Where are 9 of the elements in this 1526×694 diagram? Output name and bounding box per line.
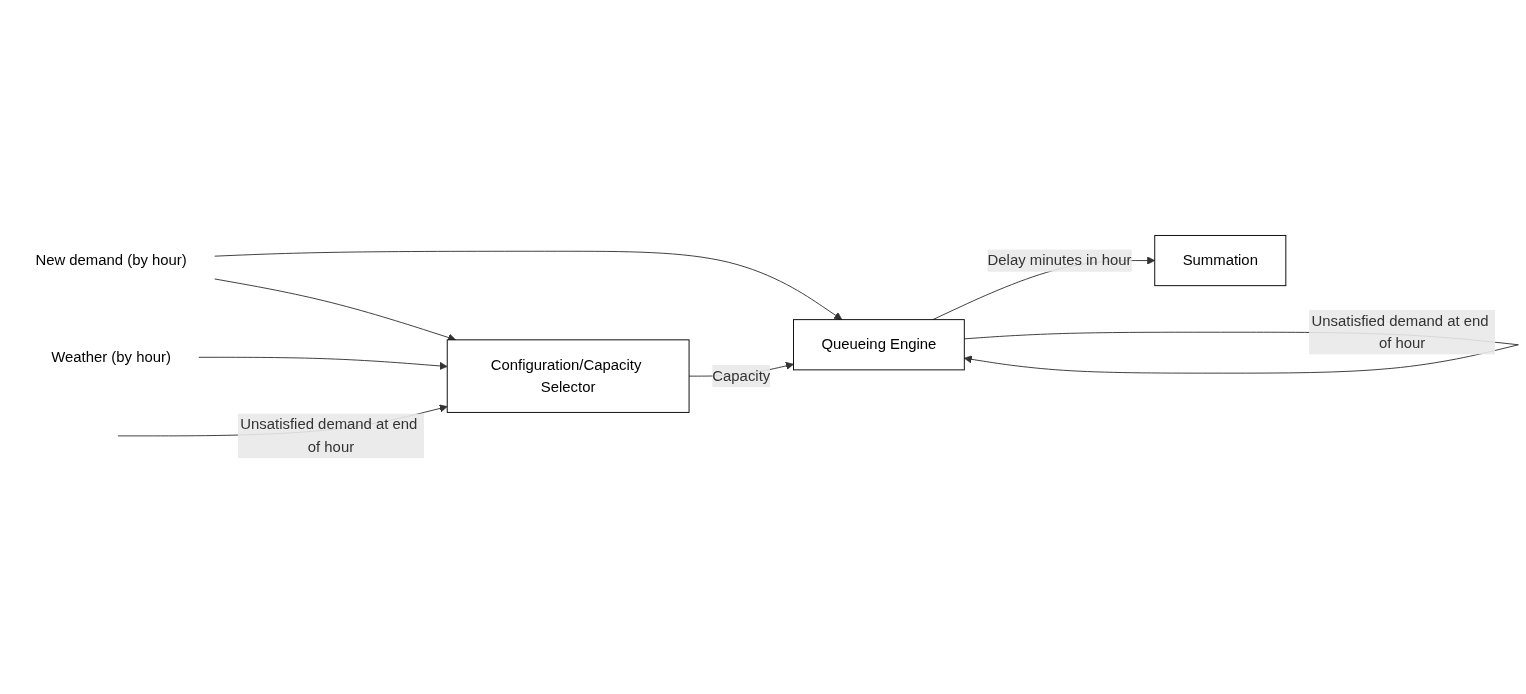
node-text: New demand (by hour) bbox=[35, 252, 187, 269]
node-box: Configuration/Capacity Selector bbox=[446, 339, 690, 414]
edge-label: Unsatisfied demand at end of hour bbox=[240, 416, 418, 455]
edge-label: Delay minutes in hour bbox=[987, 252, 1132, 269]
edge-label: Unsatisfied demand at end of hour bbox=[1311, 312, 1489, 351]
edge-label: Capacity bbox=[712, 367, 771, 384]
node-box: Summation bbox=[1154, 235, 1287, 287]
node-box: Queueing Engine bbox=[793, 319, 965, 371]
node-text: Weather (by hour) bbox=[51, 349, 171, 365]
